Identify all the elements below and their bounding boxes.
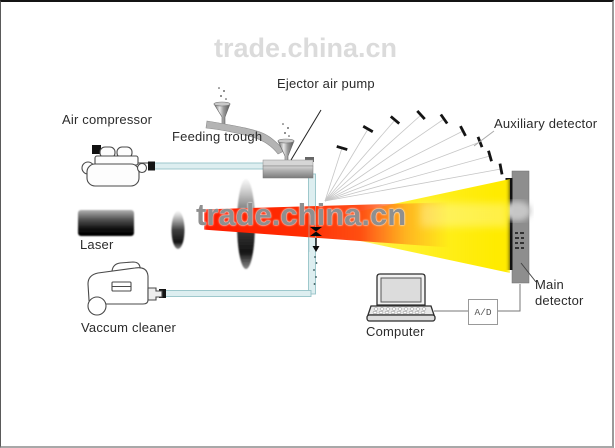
scattered-rays <box>324 114 502 202</box>
watermark-middle: trade.china.cn <box>196 197 407 232</box>
ad-converter-box: A/D <box>468 299 498 325</box>
air-compressor-figure <box>81 145 148 187</box>
laser-figure <box>78 210 134 236</box>
label-feeding-trough: Feeding trough <box>172 129 263 144</box>
main-detector-pointer-line <box>520 262 537 283</box>
watermark-top: trade.china.cn <box>214 33 398 63</box>
vacuum-cleaner-figure <box>87 261 163 316</box>
label-ejector-air-pump: Ejector air pump <box>277 76 375 91</box>
auxiliary-detector-elements <box>336 109 504 175</box>
feeding-trough-figure <box>205 87 285 155</box>
nozzle-glyph <box>310 227 322 236</box>
computer-figure <box>366 273 436 322</box>
ejector-pointer-line <box>290 109 322 161</box>
label-air-compressor: Air compressor <box>62 112 153 127</box>
label-main-detector: Main detector <box>535 277 584 308</box>
label-ad-converter: A/D <box>474 306 492 318</box>
ejector-air-pump-figure <box>262 123 314 179</box>
signal-wires <box>434 284 521 312</box>
label-auxiliary-detector: Auxiliary detector <box>494 116 598 131</box>
label-laser: Laser <box>80 237 114 252</box>
label-computer: Computer <box>366 324 425 339</box>
auxiliary-detector-pointer-line <box>473 130 495 147</box>
watermark-ghost <box>420 203 508 227</box>
small-lens-figure <box>171 211 185 249</box>
label-vacuum-cleaner: Vaccum cleaner <box>81 320 177 335</box>
